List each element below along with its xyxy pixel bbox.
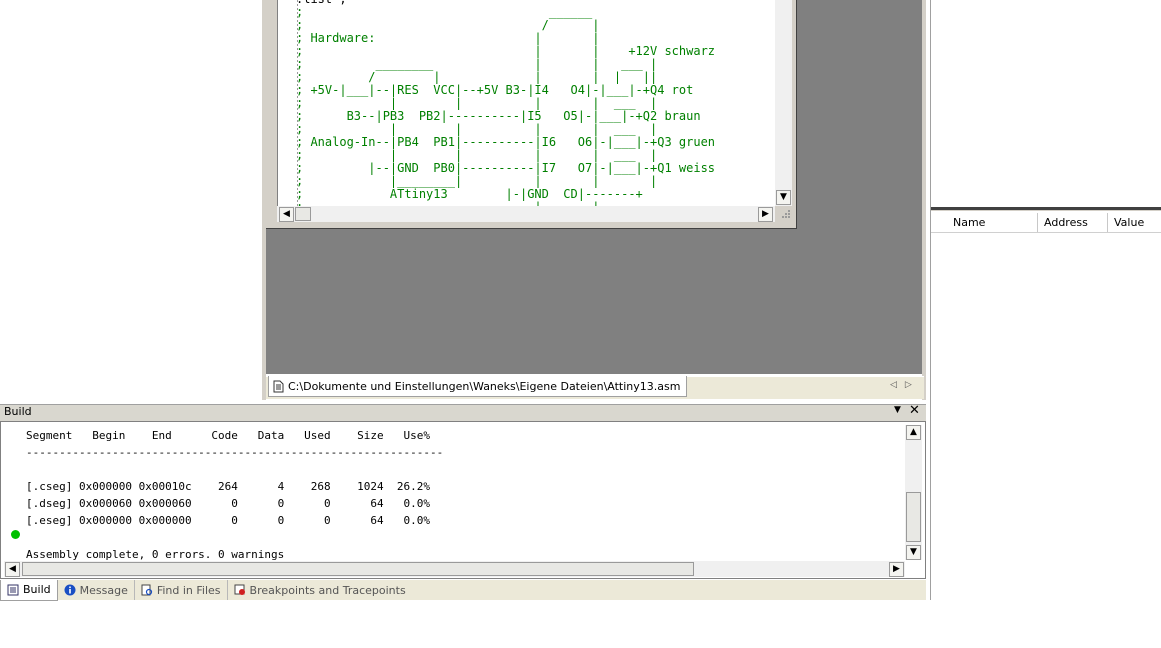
info-icon <box>64 584 76 596</box>
source-line: ; ________ | | ___ | <box>296 57 658 71</box>
column-name[interactable]: Name <box>931 213 1038 232</box>
column-value[interactable]: Value <box>1114 216 1145 229</box>
watch-panel-splitter-highlight <box>931 210 1161 211</box>
document-icon <box>273 380 284 392</box>
size-grip-icon[interactable] <box>778 208 791 221</box>
source-line: ; +5V-|___|--|RES VCC|--+5V B3-|I4 O4|-|… <box>296 83 694 97</box>
scroll-left-button[interactable]: ◀ <box>279 207 294 222</box>
close-icon[interactable]: ✕ <box>909 403 920 418</box>
scroll-thumb[interactable] <box>295 207 311 221</box>
tab-build-label: Build <box>23 583 51 596</box>
build-vertical-scrollbar[interactable]: ▲ ▼ <box>905 425 922 560</box>
build-icon <box>7 584 19 595</box>
tab-breakpoints-label: Breakpoints and Tracepoints <box>249 583 406 597</box>
document-tab-path: C:\Dokumente und Einstellungen\Waneks\Ei… <box>288 379 681 393</box>
source-line: ; |--|GND PB0|----------|I7 O7|-|___|-+Q… <box>296 161 716 175</box>
editor-vertical-scrollbar[interactable]: ▼ <box>775 0 792 206</box>
scroll-down-button[interactable]: ▼ <box>906 545 921 560</box>
source-line: .list ; <box>296 0 347 6</box>
source-line: ; | | | | ___ | <box>296 96 658 110</box>
watch-column-header: Name Address Value <box>931 213 1161 233</box>
scroll-right-button[interactable]: ▶ <box>889 562 904 577</box>
output-tab-strip: Build Message Find in Files Breakpoints … <box>0 579 926 601</box>
scroll-up-button[interactable]: ▲ <box>906 425 921 440</box>
tab-message[interactable]: Message <box>58 580 135 600</box>
source-line: ; Hardware: | | <box>296 31 600 45</box>
build-horizontal-scrollbar[interactable]: ◀ ▶ <box>4 561 905 577</box>
success-dot-icon <box>11 530 20 539</box>
source-line: ; | | | | ___ | <box>296 148 658 162</box>
build-pane-header <box>0 404 926 422</box>
watch-panel-splitter[interactable] <box>931 207 1161 210</box>
chevron-down-icon[interactable]: ▼ <box>894 405 901 415</box>
source-line: ; | | +12V schwarz <box>296 44 716 58</box>
document-tab[interactable]: C:\Dokumente und Einstellungen\Waneks\Ei… <box>268 376 688 397</box>
source-line: ; ______ <box>296 5 593 19</box>
source-line: ; / | <box>296 18 600 32</box>
tab-prev-icon[interactable]: ◁ <box>890 380 897 390</box>
source-text[interactable]: .list ; ; ______ ; / | ; Hardware: | | ;… <box>296 0 715 206</box>
tab-find-in-files-label: Find in Files <box>156 583 221 597</box>
build-pane-title: Build <box>4 405 32 418</box>
code-editor[interactable]: .list ; ; ______ ; / | ; Hardware: | | ;… <box>277 0 776 206</box>
editor-gutter <box>297 0 298 206</box>
build-output-text: Segment Begin End Code Data Used Size Us… <box>26 429 444 561</box>
scroll-right-button[interactable]: ▶ <box>758 207 773 222</box>
source-line: ; |_______| <box>296 200 599 207</box>
right-panel-border <box>930 0 931 600</box>
scroll-down-button[interactable]: ▼ <box>776 190 791 205</box>
mdi-left-border <box>262 0 266 400</box>
source-line: ; / | | | | || <box>296 70 658 84</box>
tab-next-icon[interactable]: ▷ <box>904 380 912 390</box>
source-line: ; Analog-In--|PB4 PB1|----------|I6 O6|-… <box>296 135 716 149</box>
scroll-thumb[interactable] <box>906 492 921 542</box>
mdi-right-border <box>922 0 926 400</box>
build-output-panel[interactable] <box>0 421 926 579</box>
find-in-files-icon <box>141 584 152 596</box>
source-line: ; |________| | | | <box>296 174 658 188</box>
tab-scroll-arrows: ◁ ▷ <box>890 380 912 390</box>
column-address[interactable]: Address <box>1038 213 1108 232</box>
source-line: ; | | | | ___ | <box>296 122 658 136</box>
tab-breakpoints[interactable]: Breakpoints and Tracepoints <box>228 580 412 600</box>
scroll-left-button[interactable]: ◀ <box>5 562 20 577</box>
breakpoints-icon <box>234 584 245 595</box>
tab-message-label: Message <box>79 583 128 597</box>
scroll-thumb[interactable] <box>22 562 694 576</box>
tab-find-in-files[interactable]: Find in Files <box>135 580 228 600</box>
tab-build[interactable]: Build <box>0 579 58 601</box>
editor-horizontal-scrollbar[interactable]: ◀ ▶ <box>277 206 775 222</box>
source-line: ; B3--|PB3 PB2|----------|I5 O5|-|___|-+… <box>296 109 701 123</box>
source-line: ; ATtiny13 |-|GND CD|-------+ <box>296 187 643 201</box>
